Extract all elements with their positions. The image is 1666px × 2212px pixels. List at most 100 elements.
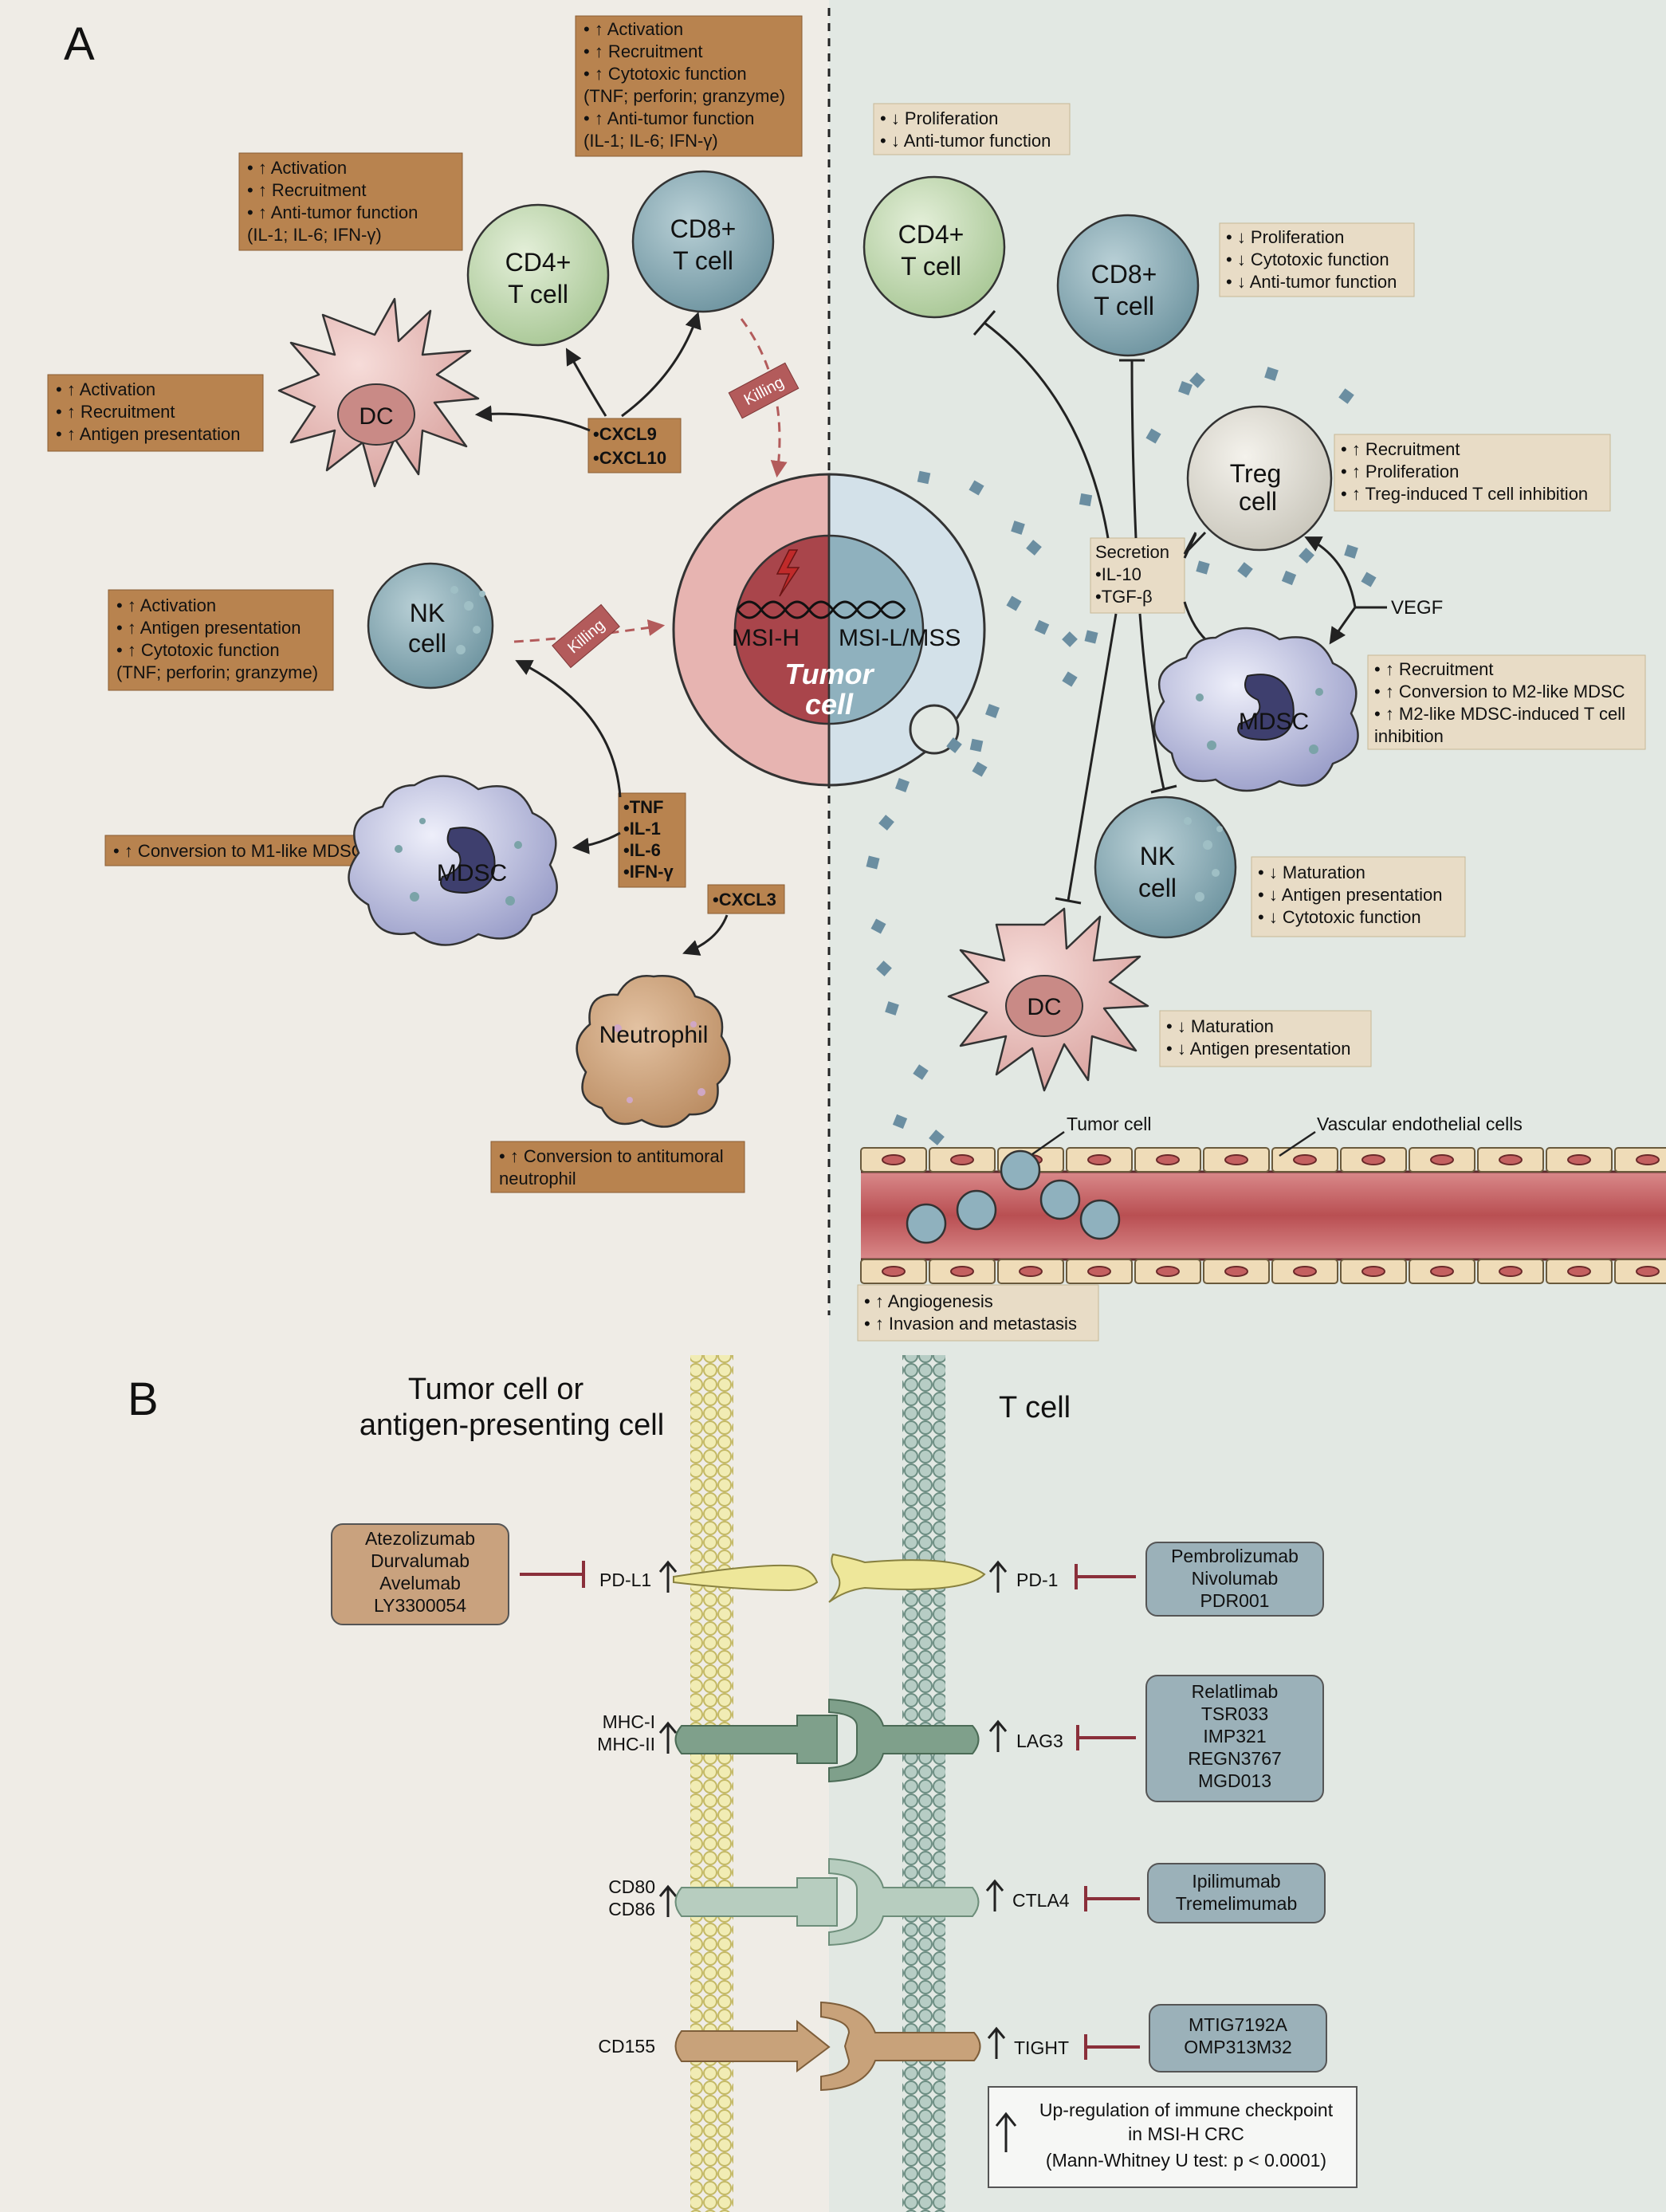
endothelial-nucleus [1361,1154,1385,1165]
left-dendritic-cell: DC [277,297,480,488]
left-cd8-effects-box: • ↑ Activation• ↑ Recruitment• ↑ Cytotox… [575,15,803,157]
endothelial-nucleus [882,1154,906,1165]
cxcl3-box: •CXCL3 [707,884,785,914]
circulating-tumor-cells [906,1149,1121,1244]
svg-text:• ↓ Proliferation• ↓ Cytotoxic: • ↓ Proliferation• ↓ Cytotoxic function•… [1226,227,1397,292]
right-nk-effects-box: • ↓ Maturation• ↓ Antigen presentation• … [1251,856,1466,937]
cytokine-particles [866,367,1377,1145]
svg-text:CD8+T cell: CD8+T cell [1091,260,1157,320]
svg-text:Secretion•IL-10•TGF-β: Secretion•IL-10•TGF-β [1095,542,1169,607]
endothelial-nucleus [1636,1266,1660,1277]
endothelial-nucleus [1361,1266,1385,1277]
right-cd8-t-cell: CD8+T cell [1056,214,1200,357]
svg-text:PD-L1: PD-L1 [599,1570,651,1590]
svg-text:• ↑ Conversion to M1-like MDSC: • ↑ Conversion to M1-like MDSC [113,841,364,861]
arrow-cytokine-to-nk [515,660,622,798]
cytokine-box: •TNF•IL-1•IL-6•IFN-γ [618,792,686,888]
svg-text:CD4+T cell: CD4+T cell [505,248,572,308]
svg-text:• ↑ Recruitment• ↑ Conversion: • ↑ Recruitment• ↑ Conversion to M2-like… [1374,659,1625,746]
endothelial-nucleus [1430,1266,1454,1277]
right-dc-effects-box: • ↓ Maturation• ↓ Antigen presentation [1159,1010,1372,1067]
endothelial-nucleus [1499,1266,1523,1277]
endothelial-nucleus [1087,1154,1111,1165]
svg-text:CD155: CD155 [598,2036,655,2057]
arrow-cxcl-to-dc [474,405,591,432]
endothelial-nucleus [1499,1154,1523,1165]
killing-label-nk: Killing [552,603,620,669]
svg-text:• ↓ Proliferation• ↓ Anti-tumo: • ↓ Proliferation• ↓ Anti-tumor function [880,108,1051,151]
left-mdsc-cell: MDSC [348,775,558,946]
svg-text:• ↑ Angiogenesis• ↑ Invasion a: • ↑ Angiogenesis• ↑ Invasion and metasta… [864,1291,1077,1334]
vessel-tumor-cell-label: Tumor cell [1067,1114,1152,1134]
svg-text:•CXCL9•CXCL10: •CXCL9•CXCL10 [593,424,666,468]
left-cd8-t-cell: CD8+T cell [631,170,775,313]
endothelial-nucleus [882,1266,906,1277]
svg-text:DC: DC [1027,994,1061,1020]
right-cd4-effects-box: • ↓ Proliferation• ↓ Anti-tumor function [873,103,1071,155]
neutrophil-cell: Neutrophil [576,975,731,1128]
arrow-cxcl3-to-neutrophil [682,914,729,956]
svg-text:CTLA4: CTLA4 [1012,1890,1070,1911]
box-line: • ↑ Activation• ↑ Recruitment• ↑ Cytotox… [583,19,785,151]
svg-text:• ↑ Activation• ↑ Antigen pres: • ↑ Activation• ↑ Antigen presentation• … [116,595,318,682]
svg-text:• ↑ Activation• ↑ Recruitment•: • ↑ Activation• ↑ Recruitment• ↑ Antigen… [56,379,241,444]
right-dendritic-cell: DC [947,907,1149,1092]
svg-text:CD8+T cell: CD8+T cell [670,214,737,275]
svg-text:PD-1: PD-1 [1016,1570,1058,1590]
blood-vessel [860,1147,1666,1284]
arrow-cxcl-to-cd4 [565,348,607,417]
t-cell-membrane [902,1355,945,2212]
endothelial-nucleus [1636,1154,1660,1165]
right-mdsc-cell: MDSC [1153,627,1359,792]
vessel-endo-pointer [1279,1130,1316,1157]
arrow-cxcl-to-cd8 [621,312,701,418]
vessel-tumor-pointer [1031,1130,1065,1156]
endothelial-nucleus [1019,1266,1043,1277]
left-cd4-t-cell: CD4+T cell [466,203,610,347]
panel-b-letter: B [128,1373,159,1425]
svg-text:LAG3: LAG3 [1016,1731,1063,1751]
svg-text:•TNF•IL-1•IL-6•IFN-γ: •TNF•IL-1•IL-6•IFN-γ [623,797,674,882]
svg-text:MDSC: MDSC [437,860,507,886]
endothelial-nucleus [950,1266,974,1277]
endothelial-nucleus [1224,1266,1248,1277]
cxcl9-cxcl10-box: •CXCL9•CXCL10 [587,418,682,473]
vegf-to-mdsc-arrow [1329,607,1357,645]
right-cd4-t-cell: • ↓ Proliferation CD4+T cell [862,175,1006,319]
left-nk-effects-box: • ↑ Activation• ↑ Antigen presentation• … [108,589,334,691]
endothelial-nucleus [1293,1154,1317,1165]
left-mdsc-effects-box: • ↑ Conversion to M1-like MDSC [104,835,385,866]
svg-text:TIGHT: TIGHT [1014,2037,1069,2058]
treg-effects-box: • ↑ Recruitment• ↑ Proliferation• ↑ Treg… [1334,434,1611,512]
endothelial-nucleus [1567,1266,1591,1277]
vessel-endothelial-label: Vascular endothelial cells [1317,1114,1523,1134]
svg-text:DC: DC [359,403,393,430]
svg-text:• ↑ Recruitment• ↑ Proliferati: • ↑ Recruitment• ↑ Proliferation• ↑ Treg… [1341,439,1588,504]
svg-text:Neutrophil: Neutrophil [599,1022,709,1048]
treg-to-secretion-line [1183,531,1207,556]
svg-text:CD4+T cell: CD4+T cell [898,220,965,281]
msi-l-mss-label: MSI-L/MSS [839,625,961,651]
panel-a-letter: A [64,18,95,70]
killing-arrow-cd8 [740,318,788,478]
right-background [829,0,1666,2212]
